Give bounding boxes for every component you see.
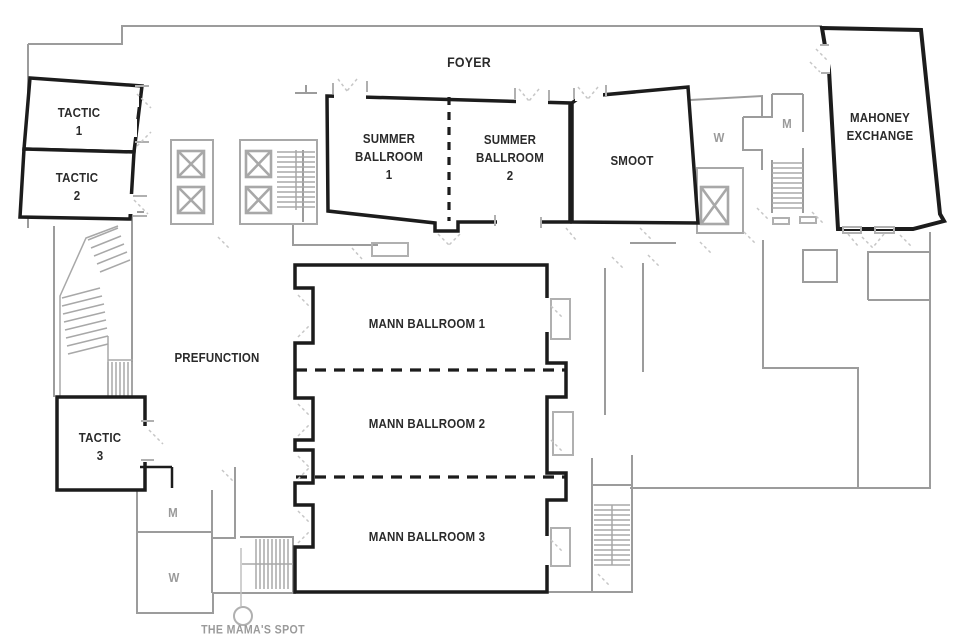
room-label-tactic-2: TACTIC 2: [55, 170, 99, 203]
room-divider-dashed: [296, 97, 565, 479]
elevator-single-icon: [696, 167, 744, 234]
mann-ballroom-walls: [293, 263, 568, 594]
black-room-walls: [18, 25, 948, 594]
room-label-the-mamas-spot: THE MAMA'S SPOT: [201, 624, 305, 637]
room-label-tactic-1: TACTIC 1: [57, 105, 101, 138]
elevator-bank-right-icon: [239, 139, 318, 225]
door-gaps: [125, 44, 894, 565]
stairs-left-icon: [59, 225, 133, 396]
room-label-tactic-3: TACTIC 3: [78, 430, 122, 463]
room-label-restroom-m-lower: M: [168, 505, 178, 520]
room-label-mahoney-exchange: MAHONEY EXCHANGE: [846, 110, 914, 143]
room-label-smoot: SMOOT: [610, 153, 654, 168]
room-label-mann-ballroom-3: MANN BALLROOM 3: [368, 529, 486, 544]
room-label-summer-ballroom-2: SUMMER BALLROOM 2: [476, 132, 544, 184]
tactic-2-room: [18, 147, 136, 221]
room-label-mann-ballroom-1: MANN BALLROOM 1: [368, 316, 486, 331]
door-swing-icon: [133, 48, 913, 587]
room-label-restroom-w-upper: W: [713, 130, 725, 145]
elevator-bank-left-icon: [170, 139, 214, 225]
stairs-top-right-icon: [772, 162, 803, 209]
stairs-bottom-right-icon: [594, 504, 630, 566]
stairs-elevator-bank-icon: [277, 150, 315, 210]
room-label-prefunction: PREFUNCTION: [174, 350, 260, 365]
corridor-black-stub: [140, 465, 174, 488]
mahoney-exchange-room: [819, 25, 948, 231]
room-label-restroom-m-upper: M: [782, 116, 792, 131]
interior-walls: [137, 85, 930, 593]
room-label-foyer: FOYER: [447, 55, 491, 71]
room-label-restroom-w-lower: W: [168, 570, 180, 585]
room-label-mann-ballroom-2: MANN BALLROOM 2: [368, 416, 486, 431]
stairs-bottom-center-icon: [242, 539, 293, 589]
tactic-3-walls: [55, 395, 147, 492]
room-label-summer-ballroom-1: SUMMER BALLROOM 1: [355, 131, 423, 183]
mamas-spot-marker: [233, 548, 253, 626]
door-jambs: [133, 44, 895, 567]
tactic-3-room: [57, 397, 145, 490]
